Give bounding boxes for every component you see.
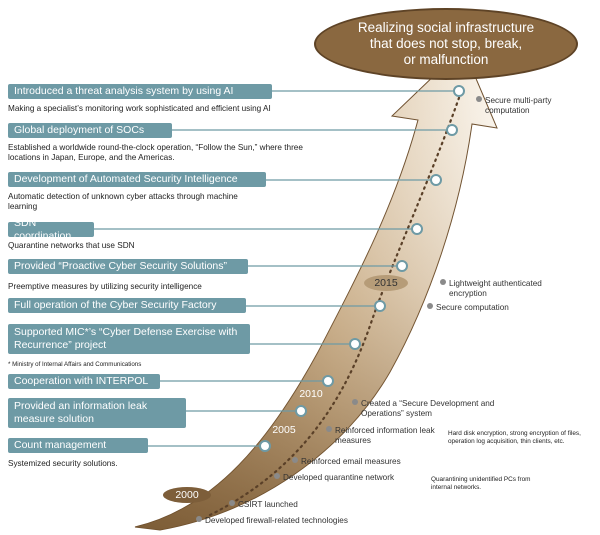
milestone-cyber-security-factory: Full operation of the Cyber Security Fac… bbox=[8, 298, 246, 313]
tech-info-leak-measures: Reinforced information leak measures bbox=[326, 426, 447, 446]
bullet-dot-icon bbox=[427, 303, 433, 309]
bullet-dot-icon bbox=[292, 457, 298, 463]
tech-lightweight-encryption: Lightweight authenticated encryption bbox=[440, 279, 569, 299]
tech-csirt-launched: CSIRT launched bbox=[229, 500, 298, 510]
tech-secure-computation: Secure computation bbox=[427, 303, 509, 313]
milestone-global-socs-description: Established a worldwide round-the-clock … bbox=[8, 143, 303, 162]
milestone-proactive-cyber-security-description: Preemptive measures by utilizing securit… bbox=[8, 282, 202, 291]
bullet-dot-icon bbox=[274, 473, 280, 479]
milestone-ai-threat-analysis-description: Making a specialist’s monitoring work so… bbox=[8, 104, 271, 113]
timeline-dotted-path bbox=[208, 93, 462, 517]
tech-secure-multiparty: Secure multi-party computation bbox=[476, 96, 575, 116]
milestone-global-socs: Global deployment of SOCs bbox=[8, 123, 172, 138]
goal-ellipse: Realizing social infrastructure that doe… bbox=[314, 8, 578, 80]
bullet-dot-icon bbox=[352, 399, 358, 405]
milestone-mic-exercise: Supported MIC*’s “Cyber Defense Exercise… bbox=[8, 324, 250, 354]
milestone-automated-security-intelligence: Development of Automated Security Intell… bbox=[8, 172, 266, 187]
bullet-dot-icon bbox=[476, 96, 482, 102]
tech-secure-devops: Created a “Secure Development and Operat… bbox=[352, 399, 501, 419]
year-2005: 2005 bbox=[272, 424, 296, 436]
tech-firewall: Developed firewall-related technologies bbox=[196, 516, 348, 526]
milestone-count-management: Count management bbox=[8, 438, 148, 453]
milestone-dots bbox=[259, 85, 465, 452]
milestone-ai-threat-analysis: Introduced a threat analysis system by u… bbox=[8, 84, 272, 99]
note-encryption: Hard disk encryption, strong encryption … bbox=[448, 430, 581, 445]
milestone-sdn-coordination-description: Quarantine networks that use SDN bbox=[8, 241, 135, 250]
year-2010: 2010 bbox=[299, 388, 323, 400]
milestone-proactive-cyber-security: Provided “Proactive Cyber Security Solut… bbox=[8, 259, 248, 274]
tech-email-measures: Reinforced email measures bbox=[292, 457, 401, 467]
bullet-dot-icon bbox=[440, 279, 446, 285]
connector-lines bbox=[94, 90, 459, 447]
note-quarantine: Quarantining unidentified PCs from inter… bbox=[431, 476, 531, 491]
bullet-dot-icon bbox=[196, 516, 202, 522]
milestone-info-leak-solution: Provided an information leak measure sol… bbox=[8, 398, 186, 428]
milestone-sdn-coordination: SDN coordination bbox=[8, 217, 94, 242]
milestone-automated-security-intelligence-description: Automatic detection of unknown cyber att… bbox=[8, 192, 238, 211]
milestone-count-management-description: Systemized security solutions. bbox=[8, 459, 118, 468]
year-2000: 2000 bbox=[175, 489, 199, 501]
milestone-interpol: Cooperation with INTERPOL bbox=[8, 374, 160, 389]
tech-quarantine-network: Developed quarantine network bbox=[274, 473, 394, 483]
year-plate-2000 bbox=[163, 487, 211, 503]
bullet-dot-icon bbox=[326, 426, 332, 432]
bullet-dot-icon bbox=[229, 500, 235, 506]
year-2015: 2015 bbox=[374, 277, 398, 289]
year-plate-2015 bbox=[364, 275, 408, 291]
mic-footnote: * Ministry of Internal Affairs and Commu… bbox=[8, 361, 142, 368]
